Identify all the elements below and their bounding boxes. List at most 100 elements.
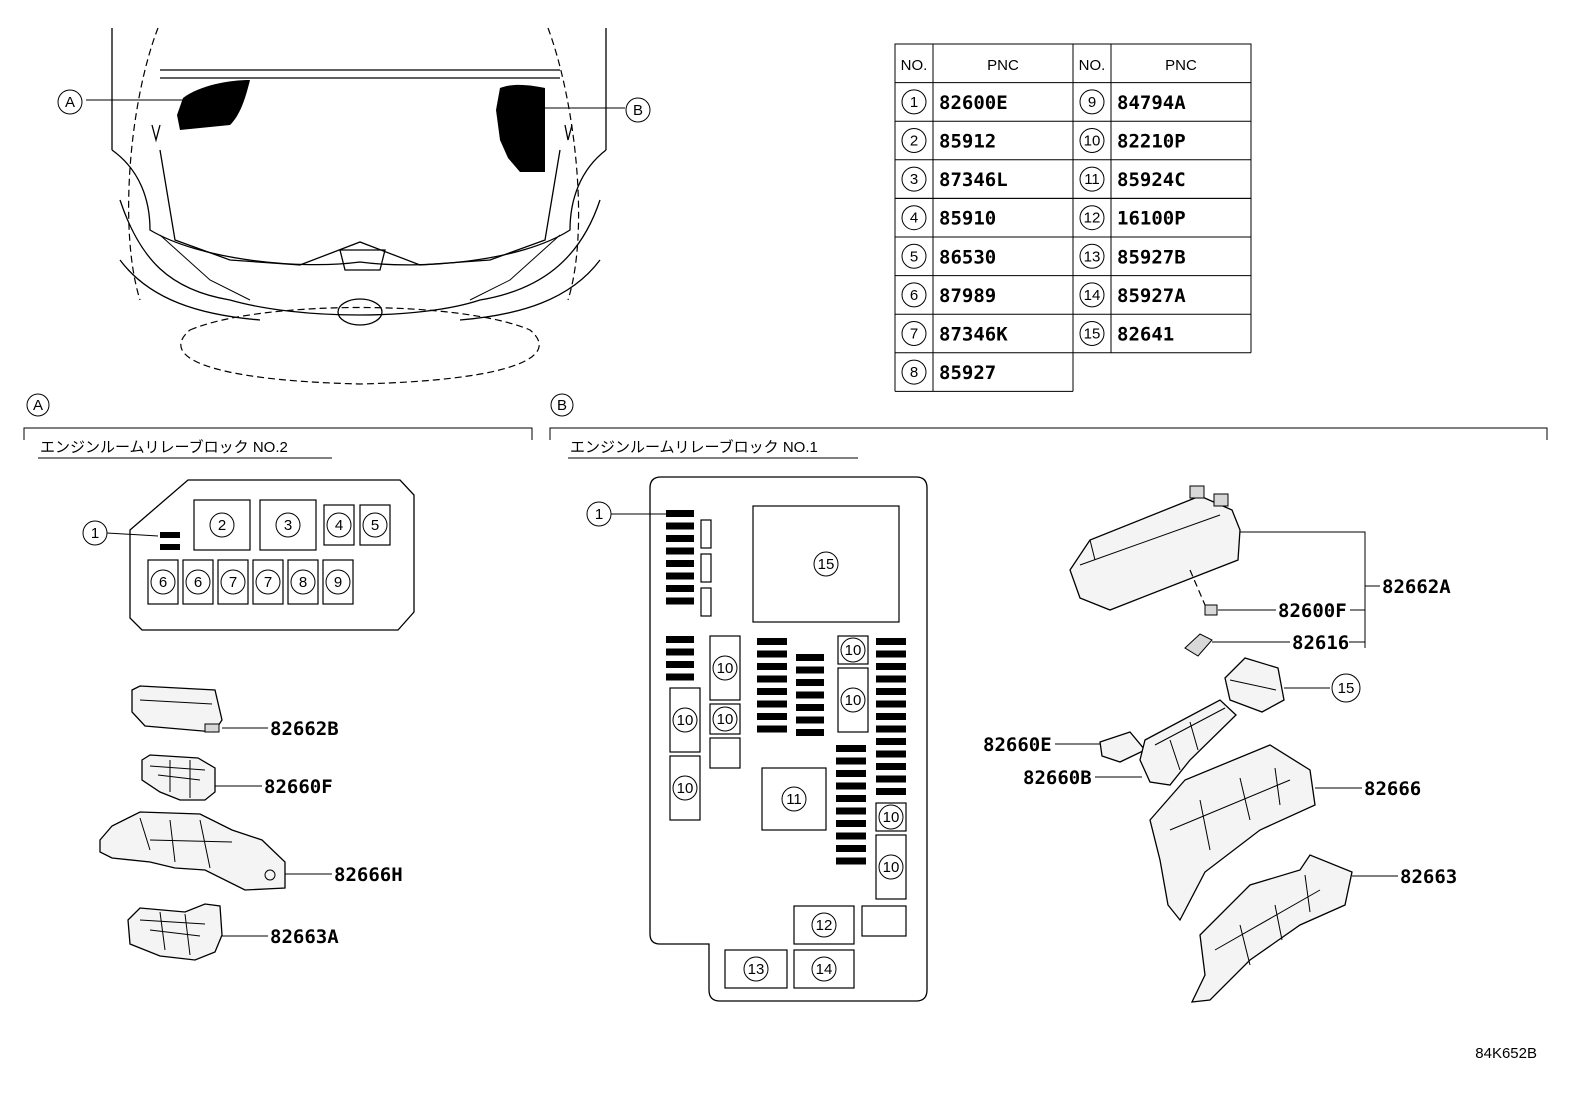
- table-row-no: 4: [901, 205, 927, 231]
- block-a-callout-number: 7: [264, 574, 272, 591]
- part-82616-label: 82616: [1292, 632, 1349, 654]
- fuse: [836, 745, 866, 752]
- table-row-no2-number: 10: [1084, 133, 1101, 150]
- table-row-pnc2: 16100P: [1117, 208, 1186, 230]
- table-row-no2: 15: [1079, 321, 1105, 346]
- part-82666: 82666: [1149, 744, 1421, 922]
- block-a-callout-number: 3: [284, 517, 292, 534]
- fuse: [757, 713, 787, 720]
- fuse: [666, 510, 694, 517]
- part-82662a: 82662A: [1069, 485, 1451, 648]
- fuse: [836, 770, 866, 777]
- table-row-pnc2: 85927B: [1117, 246, 1186, 268]
- fuse: [836, 757, 866, 765]
- section-b-title: エンジンルームリレーブロック NO.1: [570, 438, 818, 456]
- block-a-callout-number: 4: [335, 517, 343, 534]
- fuse: [796, 704, 824, 711]
- block-b-fuses: [666, 510, 906, 865]
- block-b-callout-10-number: 10: [717, 660, 734, 677]
- fuse: [876, 725, 906, 733]
- block-a-callout: 6: [185, 569, 211, 595]
- part-82660e-label: 82660E: [983, 734, 1052, 756]
- slot-10-g: [875, 802, 907, 832]
- block-b-callout-10-number: 10: [845, 642, 862, 659]
- table-row-no2: 10: [1079, 128, 1105, 153]
- table-row-no2: 9: [1079, 89, 1105, 115]
- fuse: [796, 679, 824, 686]
- table-row-pnc: 85910: [939, 208, 996, 230]
- fuse: [757, 688, 787, 695]
- fuse: [666, 597, 694, 605]
- slot-3: [259, 499, 317, 551]
- fuse: [836, 795, 866, 802]
- fuse: [666, 585, 694, 592]
- fuse: [796, 691, 824, 699]
- slot-10-b: [709, 703, 741, 735]
- table-row-pnc: 86530: [939, 246, 996, 268]
- table-row-no2: 13: [1079, 243, 1105, 269]
- fuse: [876, 763, 906, 770]
- slot-empty-a: [861, 905, 907, 937]
- block-a-callout: 4: [326, 512, 352, 538]
- table-row: 4 85910 12 16100P: [901, 205, 1186, 231]
- table-row-pnc2: 82210P: [1117, 131, 1186, 153]
- block-b-callout-10-number: 10: [883, 809, 900, 826]
- slot-12: [793, 905, 855, 945]
- fuse: [757, 638, 787, 645]
- fuse: [836, 807, 866, 815]
- block-a-callout: 6: [150, 569, 176, 595]
- mini-fuse: [700, 587, 712, 617]
- fuse: [666, 547, 694, 555]
- block-b-callout-10: 10: [878, 804, 904, 830]
- illustration-id: 84K652B: [1475, 1045, 1537, 1062]
- table-row-no-number: 2: [910, 133, 918, 150]
- block-b-callout-10: 10: [712, 706, 738, 732]
- part-82600f: 82600F: [1204, 600, 1365, 622]
- fuse: [876, 700, 906, 708]
- block-a-callout-number: 6: [194, 574, 202, 591]
- fuse: [666, 673, 694, 681]
- table-row-pnc: 85927: [939, 362, 996, 384]
- slot-14: [793, 949, 855, 989]
- block-b-callout-10: 10: [672, 707, 698, 733]
- fuse: [757, 663, 787, 670]
- slot-13: [724, 949, 788, 989]
- parts-b: 82662A 82600F 82616 15 82660E: [983, 485, 1457, 1003]
- block-a-callout-number: 7: [229, 574, 237, 591]
- part-82663a: 82663A: [127, 903, 339, 961]
- table-row-no: 5: [901, 243, 927, 269]
- block-b-callout-10-number: 10: [677, 712, 694, 729]
- slot-15: [752, 505, 900, 623]
- block-b-callout-1-number: 1: [595, 506, 603, 523]
- table-row: 5 86530 13 85927B: [901, 243, 1186, 269]
- block-b-callout-10: 10: [840, 687, 866, 713]
- table-row-no-number: 4: [910, 210, 918, 227]
- block-b-callout-14: 14: [811, 956, 837, 982]
- fuse: [876, 638, 906, 645]
- slot-10-d: [669, 755, 701, 821]
- fuse: [757, 700, 787, 708]
- block-a-callout-number: 1: [91, 525, 99, 542]
- slot-7b: [252, 559, 284, 605]
- table-row-no2-number: 12: [1084, 210, 1101, 227]
- slot-7a: [217, 559, 249, 605]
- slot-5: [359, 504, 391, 546]
- fuse: [876, 750, 906, 758]
- fuse: [876, 775, 906, 783]
- mini-fuse: [700, 519, 712, 549]
- fuse: [836, 832, 866, 840]
- fuse: [876, 675, 906, 683]
- block-b-callout-12: 12: [811, 912, 837, 938]
- part-15-relay: 15: [1224, 657, 1361, 713]
- fuse: [836, 820, 866, 827]
